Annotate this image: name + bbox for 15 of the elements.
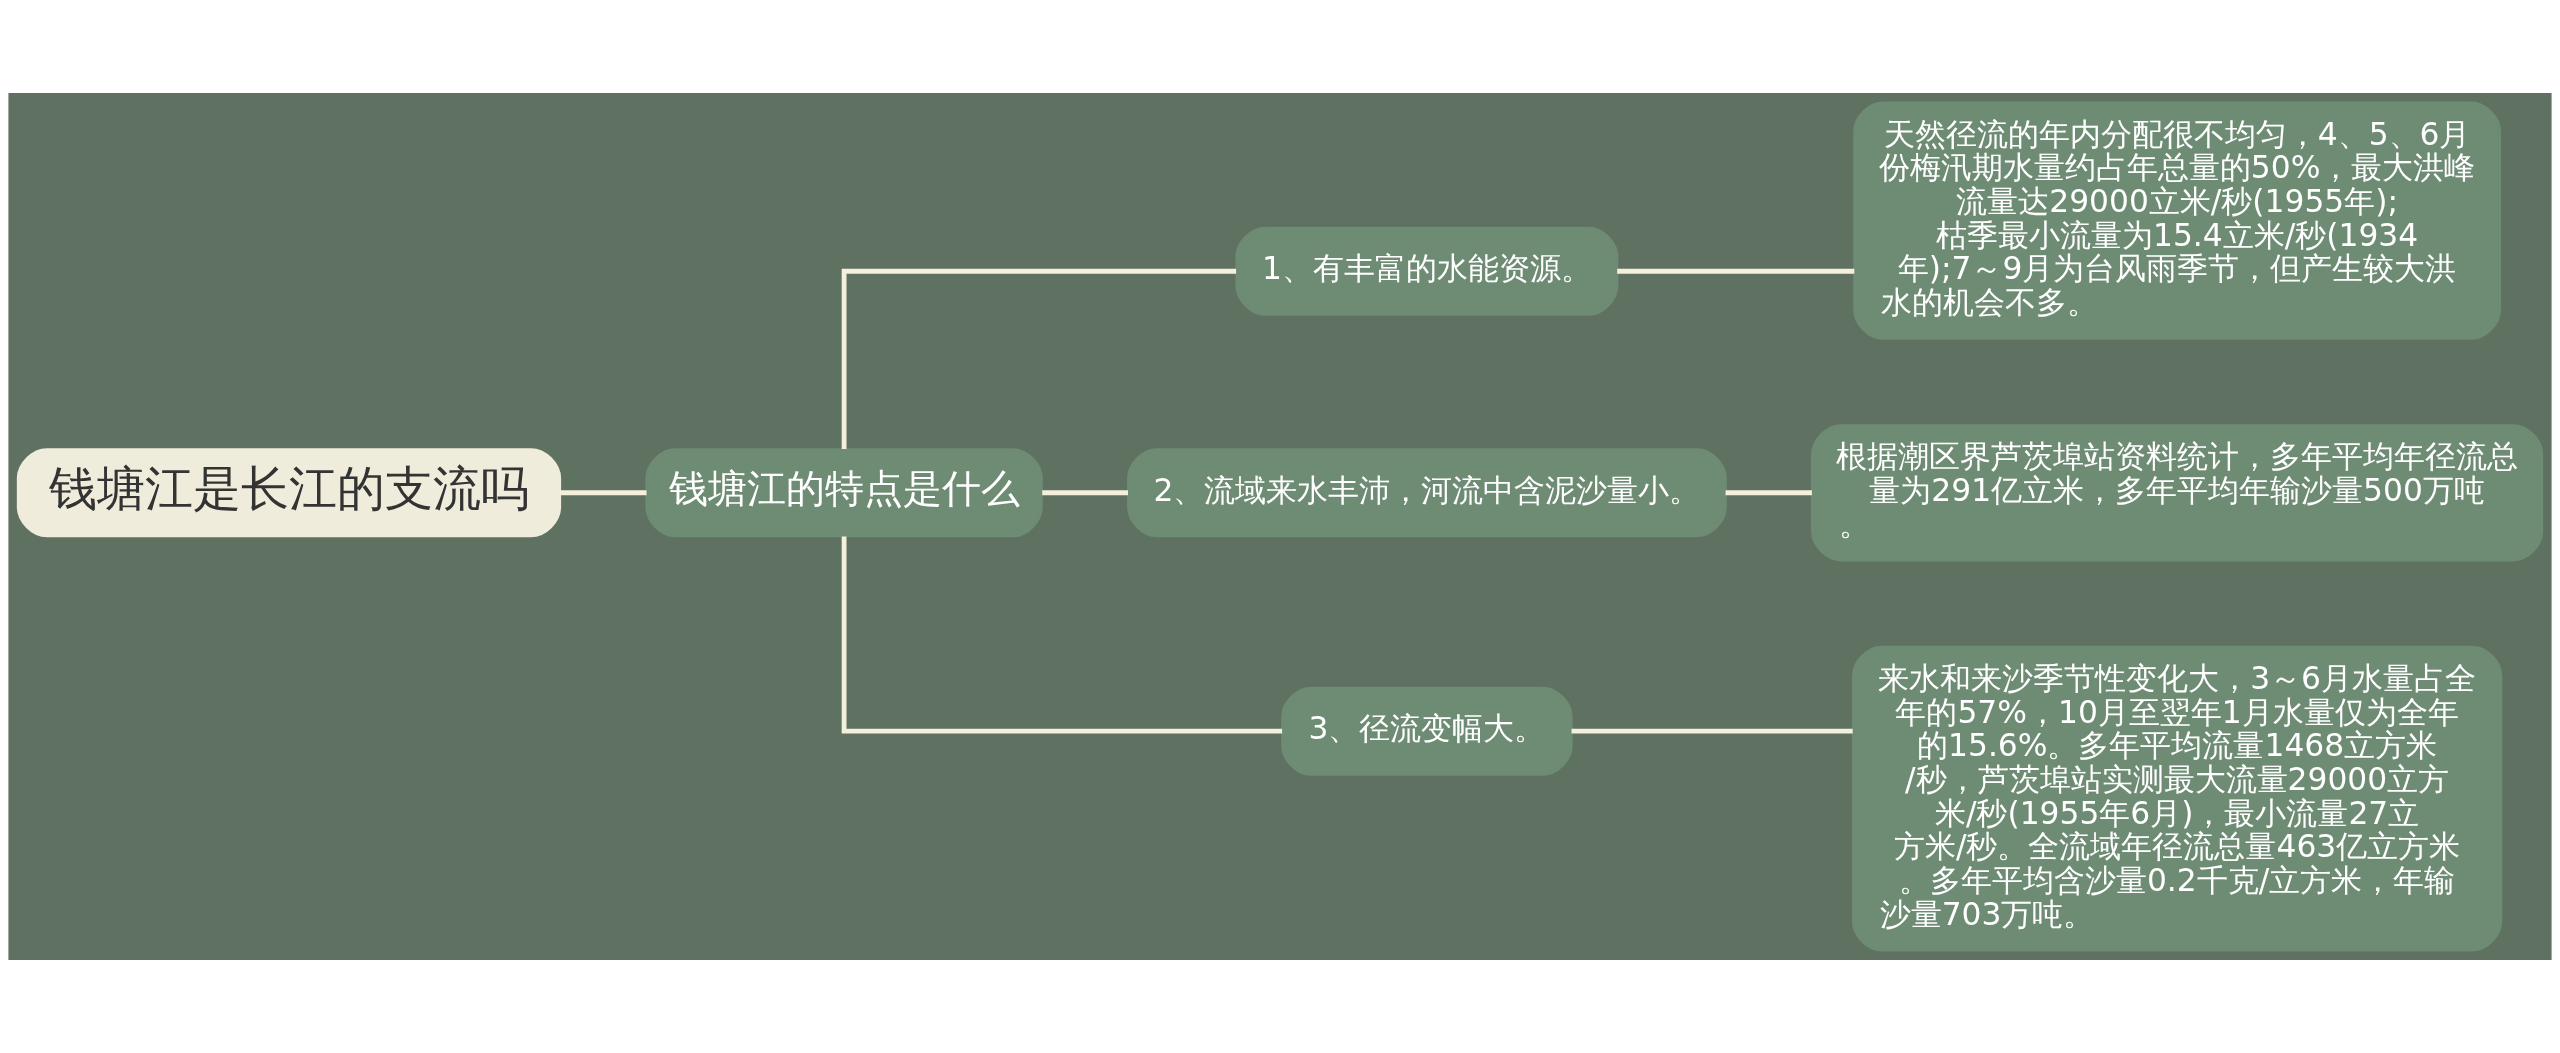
node-box: 3、径流变幅大。 [1281,686,1573,776]
node-box: 根据潮区界芦茨埠站资料统计，多年平均年径流总量为291亿立米，多年平均年输沙量500万吨。 [1811,424,2544,562]
connector [1725,490,1812,496]
node-box: 天然径流的年内分配很不均匀，4、5、6月份梅汛期水量约占年总量的50%，最大洪峰流量达29000立米/秒(1955年);枯季最小流量为15.4立米/秒(1934年);7～9月为台风雨季节，但产生较大洪水的机会不多。 [1853,101,2502,340]
connector [841,536,1283,734]
connector [560,490,647,496]
connector [1571,728,1853,734]
connector [841,268,1237,449]
node-box: 钱塘江的特点是什么 [645,448,1043,538]
node-box: 1、有丰富的水能资源。 [1235,226,1619,316]
node-box: 2、流域来水丰沛，河流中含泥沙量小。 [1127,448,1727,538]
node-box: 钱塘江是长江的支流吗 [16,448,562,538]
node-box: 来水和来沙季节性变化大，3～6月水量占全年的57%，10月至翌年1月水量仅为全年的15.6%。多年平均流量1468立方米/秒，芦茨埠站实测最大流量29000立方米/秒(1955年6月)，最小流量27立方米/秒。全流域年径流总量463亿立方米。多年平均含沙量0.2千克/立方米，年输沙量703万吨。 [1851,645,2503,952]
connector [1617,268,1855,274]
connector [1042,490,1128,496]
